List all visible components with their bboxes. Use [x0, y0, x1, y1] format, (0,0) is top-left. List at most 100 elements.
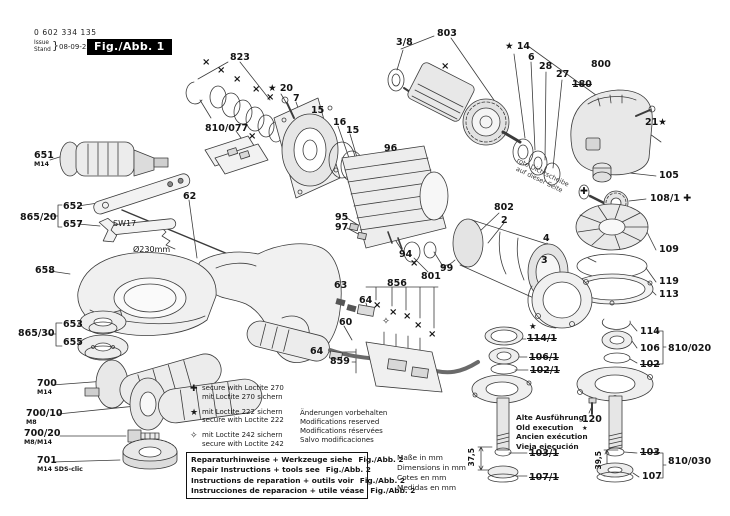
- part-label-27: 27: [556, 69, 570, 80]
- dimensions-line: Cotes en mm: [397, 472, 447, 482]
- bearing-flange-assembly-7-15-16: [273, 96, 372, 199]
- modifications-note: Änderungen vorbehalten Modifications res…: [300, 409, 387, 445]
- part-label-sub: M14: [37, 389, 53, 396]
- part-label-856: 856: [387, 278, 407, 289]
- old-execution-line: Ancien exécution: [516, 432, 588, 442]
- part-label-800: 800: [591, 59, 611, 70]
- part-label-120: 120★: [582, 414, 602, 432]
- legend-item-loctite-270: ✚ secure with Loctite 270 mit Loctite 27…: [190, 384, 360, 402]
- knob-105: [592, 162, 612, 183]
- not-available-mark: ×: [441, 61, 450, 72]
- part-label-108-1: 108/1 ✚: [650, 193, 692, 204]
- repair-row-text: Repair Instructions + tools see: [191, 465, 320, 475]
- part-label-sub: M8: [26, 419, 37, 426]
- part-label-865-20: 865/20: [20, 212, 57, 223]
- part-label-810-020: 810/020: [668, 343, 712, 354]
- repair-row-text: Reparaturhinweise + Werkzeuge siehe: [191, 455, 353, 464]
- armature-803: [387, 62, 522, 146]
- part-label-94: 94: [399, 249, 413, 260]
- part-label-16: 16: [333, 117, 347, 128]
- part-number: 0 602 334 135: [34, 28, 97, 37]
- not-available-mark: ×: [202, 57, 211, 68]
- part-label-107: 107: [642, 471, 662, 482]
- part-label-802: 802: [494, 202, 514, 213]
- part-label-114: 114: [640, 326, 660, 337]
- part-label-107-1: 107/1: [529, 472, 559, 483]
- old-execution-stack: [471, 326, 533, 483]
- terminal-block-856: [365, 331, 443, 393]
- repair-table-row: Reparaturhinweise + Werkzeuge siehe Fig.…: [191, 455, 404, 465]
- part-label-655: 655: [63, 337, 83, 348]
- dimensions-line: Dimensions in mm: [397, 462, 466, 472]
- part-label-96: 96: [384, 143, 398, 154]
- part-label-15: 15: [311, 105, 325, 116]
- dimensions-note: Maße in mm Dimensions in mm Cotes en mm …: [397, 453, 466, 493]
- brush-plates-810-077: [204, 135, 269, 175]
- repair-row-ref: Fig./Abb. 2: [359, 475, 405, 485]
- part-label-865-30: 865/30: [18, 328, 55, 339]
- loctite-242-star-mark: ✧: [382, 316, 390, 327]
- part-label-2: 2: [501, 215, 508, 226]
- figure-badge: Fig./Abb. 1: [87, 39, 172, 55]
- bearing-stack-new-114-106-102: [601, 318, 633, 364]
- issue-label: Issue: [34, 40, 49, 46]
- part-label-3: 3: [541, 255, 548, 266]
- modifications-line: Modifications réservées: [300, 427, 383, 436]
- part-label-21: 21★: [645, 117, 667, 128]
- part-label-39-5: 39,5: [594, 451, 603, 470]
- flanges-653-655: [77, 310, 129, 361]
- part-label-6: 6: [528, 52, 535, 63]
- part-label-119: 119: [659, 276, 679, 287]
- not-available-mark: ×: [389, 307, 398, 318]
- not-available-mark: ×: [217, 65, 226, 76]
- legend-item-loctite-222: ★ mit Loctite 222 sichern secure with Lo…: [190, 408, 360, 426]
- part-label-113: 113: [659, 289, 679, 300]
- side-handle-651: [59, 141, 169, 177]
- loctite-legend: ✚ secure with Loctite 270 mit Loctite 27…: [190, 384, 360, 455]
- issue-date: 08-09-23: [59, 43, 91, 51]
- part-label-7: 7: [293, 93, 300, 104]
- repair-row-text: Instructions de reparation + outils voir: [191, 475, 354, 485]
- part-label-95: 95: [335, 212, 349, 223]
- issue-stand-label: Issue Stand: [34, 40, 51, 53]
- not-available-mark: ×: [403, 311, 412, 322]
- part-label-652: 652: [63, 201, 83, 212]
- part-label-sub: M14: [34, 161, 50, 168]
- repair-row-ref: Fig./Abb. 2: [325, 465, 371, 475]
- part-label-109: 109: [659, 244, 679, 255]
- not-available-mark: ×: [252, 84, 261, 95]
- part-label-15: 15: [346, 125, 360, 136]
- part-label-sub: M8/M14: [24, 439, 52, 446]
- legend-text: secure with Loctite 222: [202, 416, 284, 425]
- dimensions-line: Maße in mm: [397, 453, 443, 462]
- loctite-242-star-icon: ✧: [190, 431, 198, 441]
- not-available-mark: ×: [373, 300, 382, 311]
- part-label-859: 859: [330, 356, 350, 367]
- not-available-mark: ×: [266, 92, 275, 103]
- open-end-wrench-657: [98, 217, 177, 243]
- part-label-230mm: Ø230mm: [133, 245, 171, 254]
- modifications-line: Modifications reserved: [300, 418, 380, 427]
- part-label-62: 62: [183, 191, 197, 202]
- repair-row-text: Instrucciones de reparacion + utile véas…: [191, 486, 365, 496]
- part-label-14: ★ 14: [505, 41, 531, 52]
- part-label-114-1: 114/1: [527, 333, 557, 344]
- part-label-180: 180: [572, 79, 592, 90]
- modifications-line: Salvo modificaciones: [300, 436, 374, 445]
- part-label-sub: M14 SDS-clic: [37, 466, 83, 473]
- legend-text: secure with Loctite 270: [202, 384, 284, 392]
- part-label-64: 64: [310, 346, 324, 357]
- repair-row-ref: Fig./Abb. 2: [358, 455, 404, 464]
- part-label-105: 105: [659, 170, 679, 181]
- loctite-222-star-mark: ★: [529, 322, 537, 332]
- legend-text: secure with Loctite 242: [202, 439, 284, 448]
- part-label-4: 4: [543, 233, 550, 244]
- part-label-103: 103: [640, 447, 660, 458]
- part-label-102-1: 102/1: [530, 365, 560, 376]
